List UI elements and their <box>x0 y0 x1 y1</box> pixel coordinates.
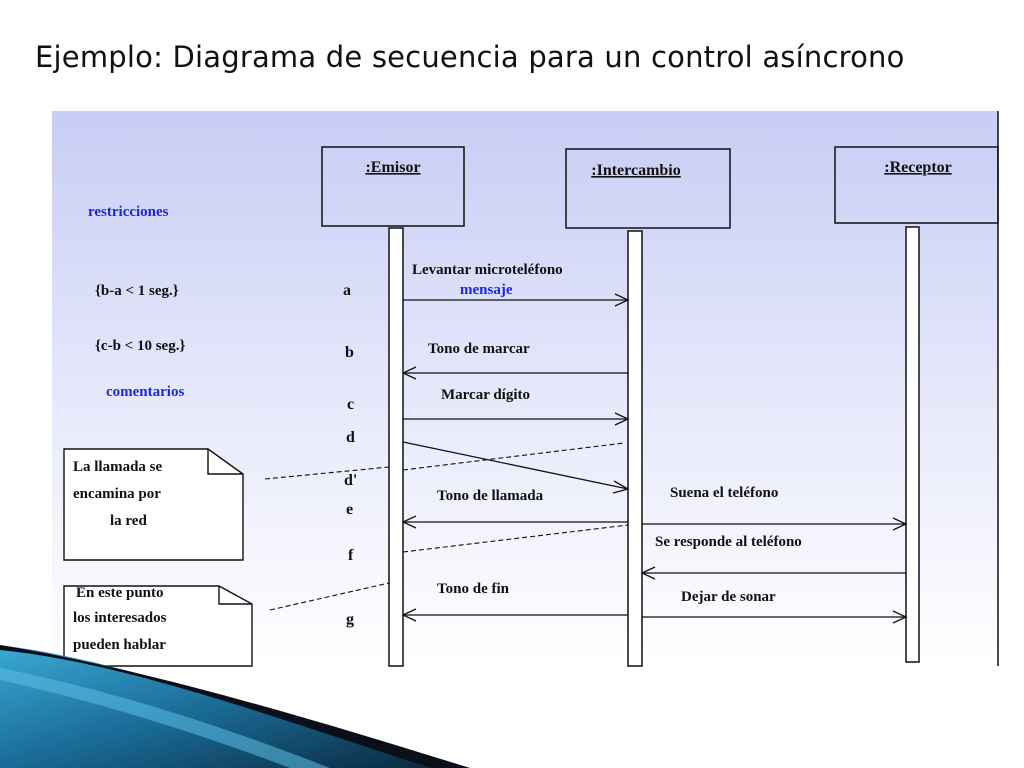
time-mark-a: a <box>343 282 351 299</box>
note-2-line-2: los interesados <box>73 610 167 626</box>
note-1: La llamada se encamina por la red <box>63 448 244 561</box>
note-1-connector <box>264 466 390 480</box>
message-label-7: Tono de fin <box>437 581 510 597</box>
object-intercambio-label: :Intercambio <box>591 162 680 179</box>
object-receptor-label: :Receptor <box>884 159 952 176</box>
time-mark-d-prime: d' <box>344 472 357 489</box>
message-arrow-2 <box>401 366 628 380</box>
object-emisor: :Emisor <box>321 146 465 227</box>
note-1-line-3: la red <box>110 513 147 529</box>
comentarios-label: comentarios <box>106 384 184 400</box>
note-1-line-1: La llamada se <box>73 459 163 475</box>
time-mark-g: g <box>346 611 354 628</box>
decorative-ribbon <box>0 645 470 768</box>
message-label-4: Tono de llamada <box>437 488 544 504</box>
time-mark-e: e <box>346 501 353 518</box>
object-emisor-label: :Emisor <box>365 159 420 176</box>
time-mark-b: b <box>345 344 354 361</box>
message-arrow-1 <box>403 293 630 307</box>
lifeline-intercambio <box>627 230 643 667</box>
message-arrow-8 <box>642 610 908 624</box>
note-1-line-2: encamina por <box>73 486 161 502</box>
time-mark-f: f <box>348 547 354 564</box>
note-2: En este punto los interesados pueden hab… <box>63 585 253 667</box>
message-arrow-4 <box>401 515 628 529</box>
time-mark-d: d <box>346 429 355 446</box>
message-label-3: Marcar dígito <box>441 387 530 403</box>
note-2-connector <box>269 582 390 611</box>
message-label-5: Suena el teléfono <box>670 485 778 501</box>
note-2-line-3: pueden hablar <box>73 637 166 653</box>
lifeline-emisor <box>388 227 404 667</box>
constraint-1: {b-a < 1 seg.} <box>95 283 179 299</box>
message-arrow-3 <box>403 412 630 426</box>
object-receptor: :Receptor <box>834 146 999 224</box>
message-arrow-d <box>402 441 630 494</box>
message-label-6: Se responde al teléfono <box>655 534 802 550</box>
message-label-8: Dejar de sonar <box>681 589 776 605</box>
message-arrow-6 <box>640 566 906 580</box>
restricciones-label: restricciones <box>88 204 169 220</box>
note-2-connector-upper <box>402 524 629 553</box>
object-intercambio: :Intercambio <box>565 148 731 229</box>
message-arrow-5 <box>642 517 908 531</box>
message-arrow-7 <box>401 608 628 622</box>
time-mark-c: c <box>347 396 354 413</box>
note-2-line-1: En este punto <box>76 585 164 601</box>
message-label-2: Tono de marcar <box>428 341 530 357</box>
constraint-2: {c-b < 10 seg.} <box>95 338 185 354</box>
mensaje-label: mensaje <box>460 282 513 298</box>
slide-title: Ejemplo: Diagrama de secuencia para un c… <box>35 40 905 74</box>
lifeline-receptor <box>905 226 920 663</box>
message-label-1: Levantar microteléfono <box>412 262 563 278</box>
message-line-d-prime <box>402 442 625 471</box>
